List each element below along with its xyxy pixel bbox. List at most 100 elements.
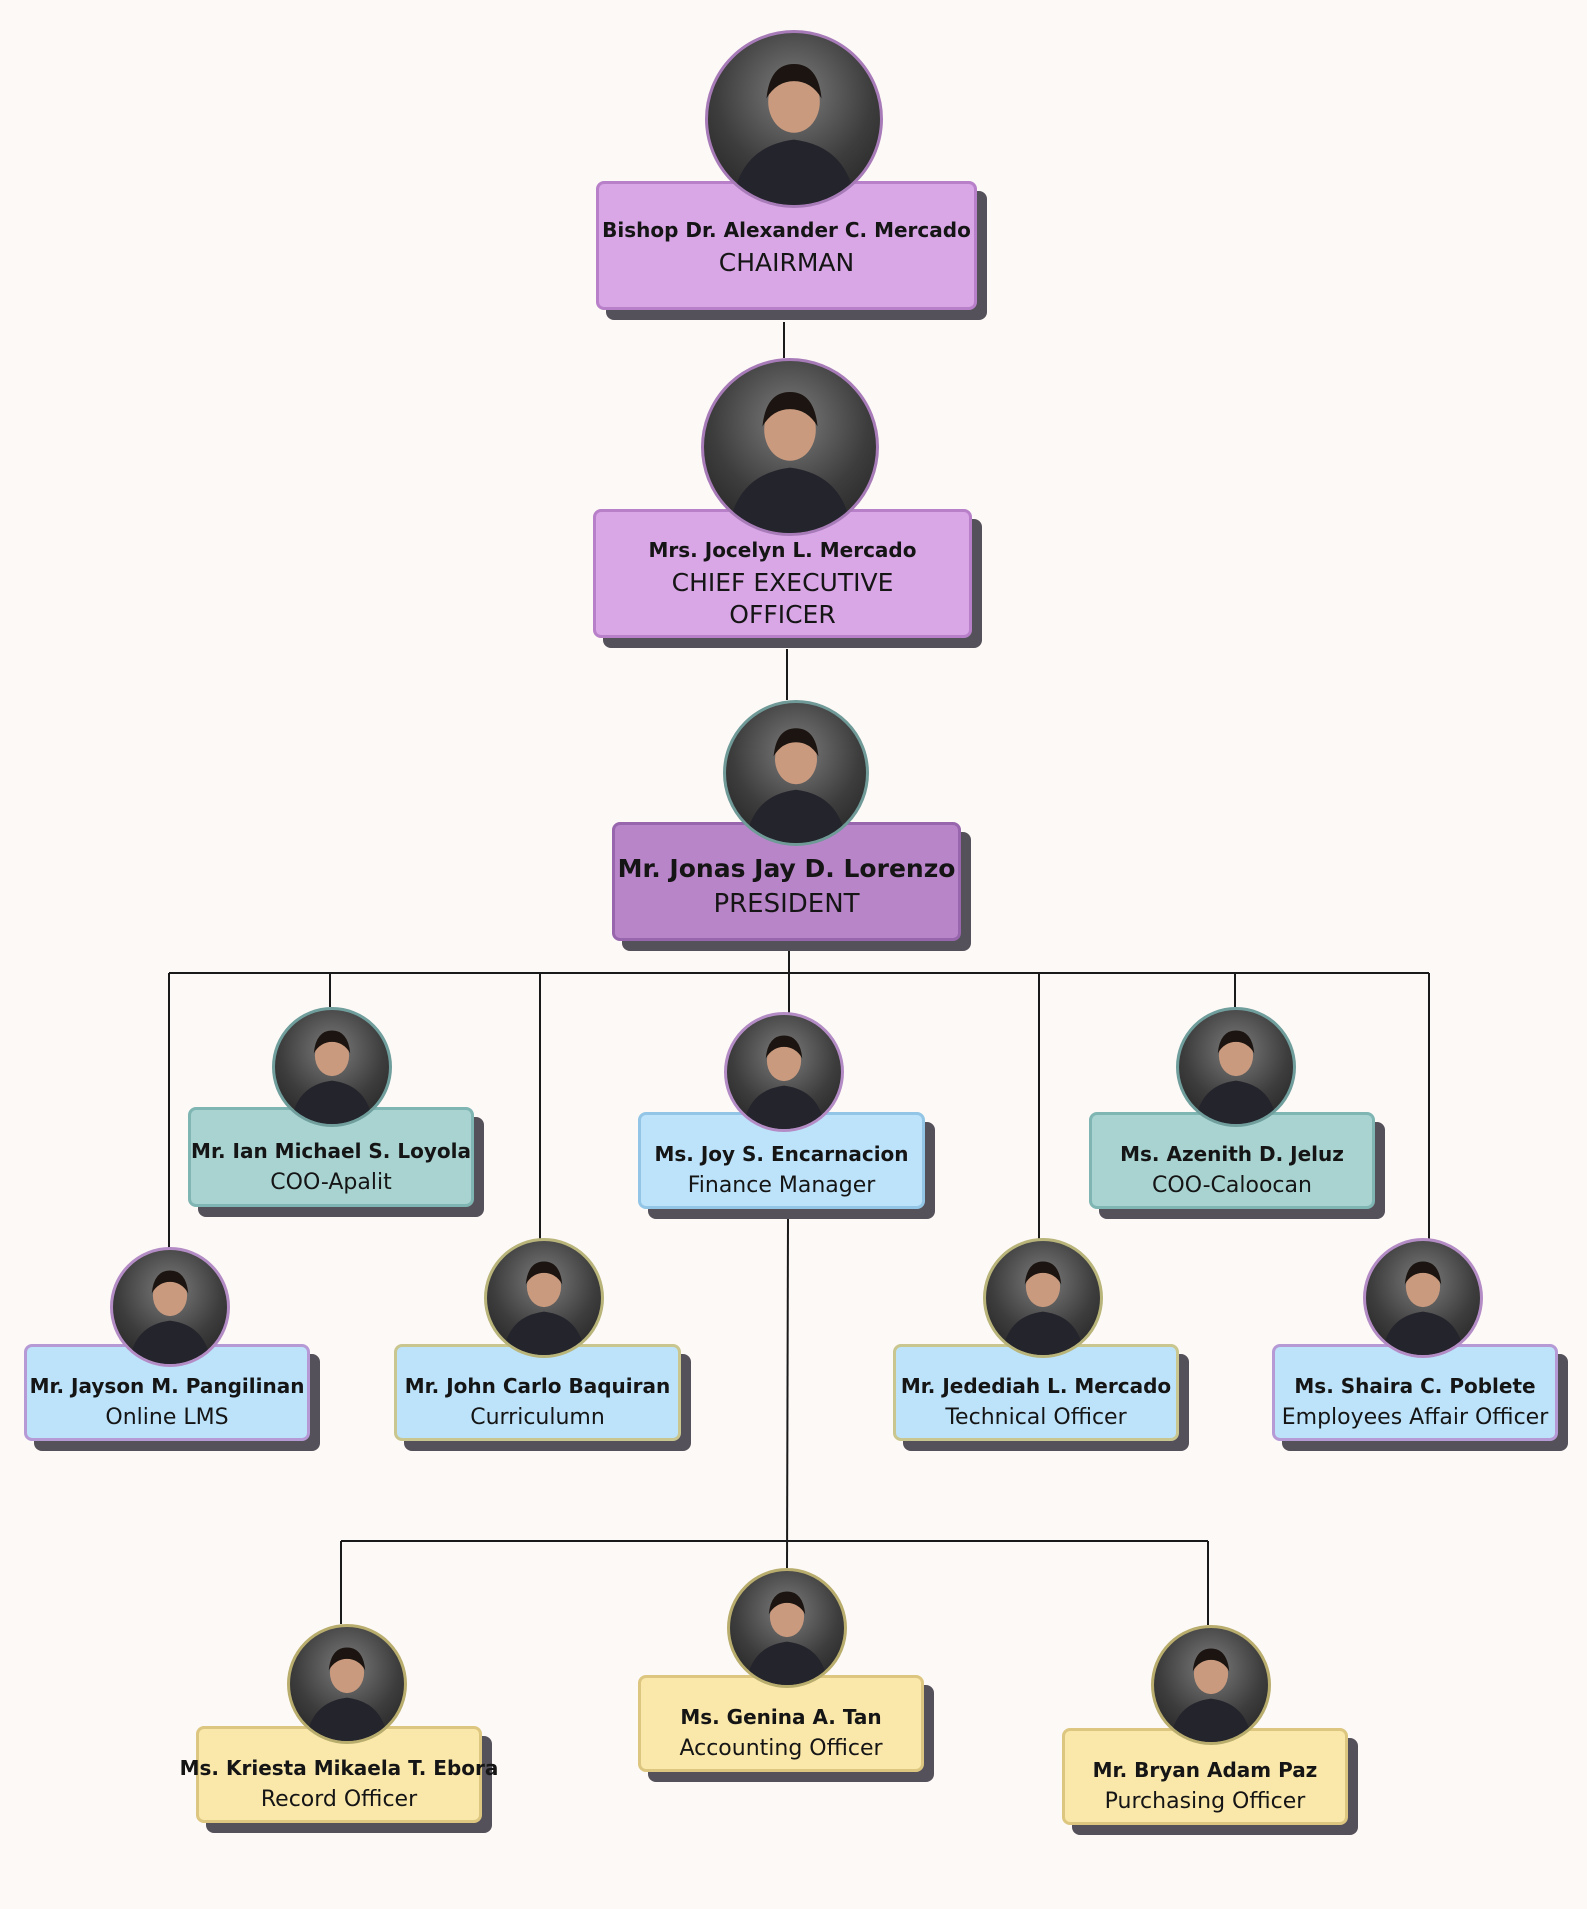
shoulders [305, 1697, 389, 1741]
avatar-photo [724, 1012, 844, 1132]
avatar-photo [705, 30, 883, 208]
card-encarnacion: Ms. Joy S. Encarnacion Finance Manager [638, 1112, 925, 1209]
portrait-silhouette [305, 1647, 389, 1741]
card-poblete: Ms. Shaira C. Poblete Employees Affair O… [1272, 1344, 1558, 1441]
person-role: COO-Apalit [270, 1169, 392, 1195]
face [1405, 1266, 1441, 1308]
shoulders [732, 139, 856, 205]
face [769, 1596, 805, 1638]
person-name: Mr. Ian Michael S. Loyola [191, 1138, 471, 1163]
portrait-silhouette [1001, 1261, 1085, 1355]
person-role: Technical Officer [945, 1405, 1127, 1431]
avatar-photo [484, 1238, 604, 1358]
person-role: Accounting Officer [679, 1736, 883, 1762]
shoulders [1001, 1311, 1085, 1355]
avatar-photo [1176, 1007, 1296, 1127]
face [152, 1275, 188, 1317]
avatar-photo [727, 1568, 847, 1688]
portrait-silhouette [745, 728, 847, 843]
hair [1192, 1648, 1230, 1672]
card-jeluz: Ms. Azenith D. Jeluz COO-Caloocan [1089, 1112, 1375, 1209]
avatar-photo [983, 1238, 1103, 1358]
card-tan: Ms. Genina A. Tan Accounting Officer [638, 1675, 924, 1772]
person-name: Bishop Dr. Alexander C. Mercado [602, 217, 971, 242]
person-name: Mr. Bryan Adam Paz [1092, 1758, 1318, 1783]
person-name: Ms. Azenith D. Jeluz [1120, 1142, 1344, 1167]
face [766, 1040, 802, 1082]
hair [773, 728, 819, 757]
person-role: CHAIRMAN [718, 247, 855, 277]
portrait-silhouette [1194, 1030, 1278, 1124]
shoulders [742, 1085, 826, 1129]
hair [313, 1030, 351, 1054]
connector-finance-down [786, 1217, 789, 1569]
hair [1404, 1261, 1442, 1285]
shoulders [502, 1311, 586, 1355]
portrait-silhouette [732, 63, 856, 205]
avatar-photo [272, 1007, 392, 1127]
person-name: Ms. Genina A. Tan [680, 1705, 882, 1730]
person-name: Mr. Jonas Jay D. Lorenzo [617, 853, 956, 883]
person-name: Mr. John Carlo Baquiran [404, 1374, 671, 1399]
portrait-silhouette [1381, 1261, 1465, 1355]
person-name: Mr. Jedediah L. Mercado [900, 1374, 1172, 1399]
hair [762, 391, 818, 427]
person-role: PRESIDENT [713, 889, 860, 920]
hair [328, 1647, 366, 1671]
person-name: Mr. Jayson M. Pangilinan [29, 1374, 305, 1399]
portrait-silhouette [290, 1030, 374, 1124]
hair [765, 1035, 803, 1059]
avatar-photo [1151, 1625, 1271, 1745]
shoulders [1194, 1080, 1278, 1124]
shoulders [745, 789, 847, 843]
card-ceo: Mrs. Jocelyn L. Mercado CHIEF EXECUTIVE … [593, 509, 972, 638]
portrait-silhouette [728, 391, 852, 533]
face [329, 1652, 365, 1694]
face [1193, 1653, 1229, 1695]
person-role: Online LMS [105, 1405, 229, 1431]
person-role: COO-Caloocan [1152, 1173, 1312, 1199]
shoulders [1381, 1311, 1465, 1355]
portrait-silhouette [742, 1035, 826, 1129]
face [764, 398, 816, 461]
portrait-silhouette [1169, 1648, 1253, 1742]
avatar-photo [110, 1247, 230, 1367]
person-role: Purchasing Officer [1104, 1789, 1306, 1815]
person-name: Mrs. Jocelyn L. Mercado [648, 537, 917, 562]
person-role: Finance Manager [687, 1173, 876, 1199]
person-role: Employees Affair Officer [1281, 1405, 1549, 1431]
shoulders [1169, 1698, 1253, 1742]
portrait-silhouette [745, 1591, 829, 1685]
face [1218, 1035, 1254, 1077]
hair [768, 1591, 806, 1615]
shoulders [728, 467, 852, 533]
face [1025, 1266, 1061, 1308]
card-jedediah-mercado: Mr. Jedediah L. Mercado Technical Office… [893, 1344, 1179, 1441]
person-name: Ms. Kriesta Mikaela T. Ebora [179, 1756, 499, 1781]
portrait-silhouette [128, 1270, 212, 1364]
hair [151, 1270, 189, 1294]
face [775, 733, 817, 785]
shoulders [128, 1320, 212, 1364]
face [314, 1035, 350, 1077]
hair [525, 1261, 563, 1285]
shoulders [745, 1641, 829, 1685]
avatar-photo [701, 358, 879, 536]
portrait-silhouette [502, 1261, 586, 1355]
avatar-photo [287, 1624, 407, 1744]
person-role: Record Officer [260, 1787, 418, 1813]
card-baquiran: Mr. John Carlo Baquiran Curriculumn [394, 1344, 681, 1441]
avatar-photo [1363, 1238, 1483, 1358]
person-role: Curriculumn [470, 1405, 605, 1431]
hair [1024, 1261, 1062, 1285]
card-chairman: Bishop Dr. Alexander C. Mercado CHAIRMAN [596, 181, 977, 310]
shoulders [290, 1080, 374, 1124]
face [768, 70, 820, 133]
card-ebora: Ms. Kriesta Mikaela T. Ebora Record Offi… [180, 1726, 498, 1823]
person-name: Ms. Joy S. Encarnacion [654, 1142, 909, 1167]
person-role: CHIEF EXECUTIVE OFFICER [671, 567, 894, 630]
face [526, 1266, 562, 1308]
person-name: Ms. Shaira C. Poblete [1294, 1374, 1536, 1399]
